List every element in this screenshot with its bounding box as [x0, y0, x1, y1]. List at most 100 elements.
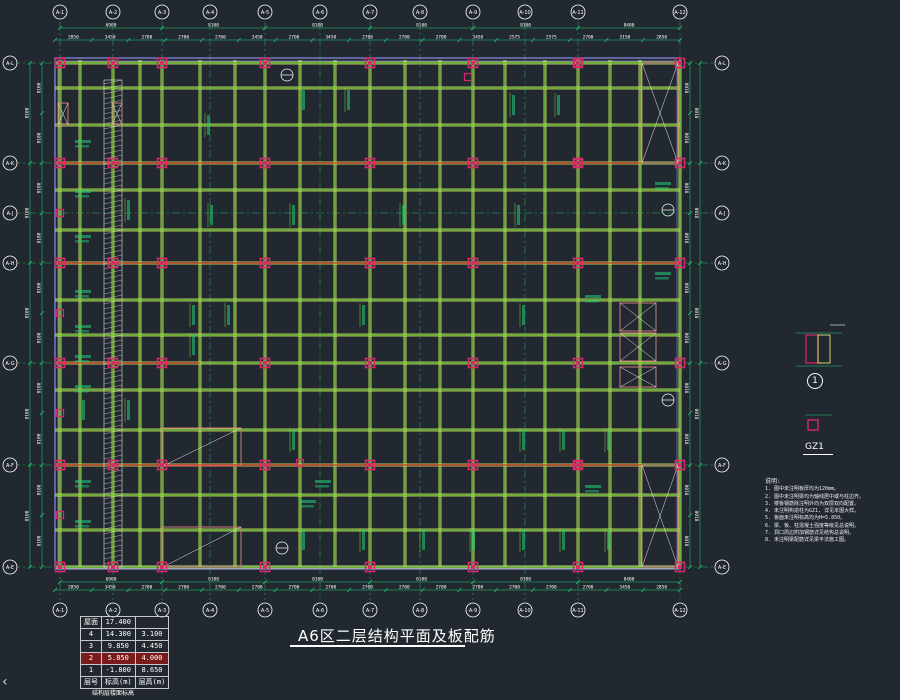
dim-top-sub-tick — [310, 37, 315, 43]
beam-label — [585, 490, 599, 493]
wall-hatch — [103, 309, 123, 315]
dim-bottom-sub-label: 2700 — [472, 585, 483, 591]
beam-label — [75, 145, 89, 148]
structural-column — [364, 157, 376, 169]
wall-hatch — [103, 499, 123, 505]
column-core — [58, 261, 62, 265]
dim-top-sub-label: 2700 — [178, 35, 189, 41]
column-core — [160, 261, 164, 265]
structural-column-small — [573, 58, 583, 68]
dim-top-sub-label: 2700 — [436, 35, 447, 41]
beam-label — [315, 480, 331, 483]
dim-bottom-total-label: 8100 — [208, 577, 219, 583]
dim-left-sub-label: 8100 — [37, 132, 43, 143]
dim-top-sub-label: 2700 — [215, 35, 226, 41]
opening-center-2 — [162, 526, 242, 568]
dim-bottom-sub-tick — [163, 587, 168, 593]
structural-column — [54, 459, 66, 471]
structural-column — [364, 257, 376, 269]
note-line: 1. 图中未注明板厚均为120mm。 — [765, 486, 840, 493]
wall-hatch — [103, 349, 123, 355]
column-core — [576, 161, 580, 165]
structural-column — [364, 561, 376, 573]
wall-hatch — [103, 234, 123, 240]
wall-hatch — [103, 104, 123, 110]
wall-hatch — [103, 219, 123, 225]
wall-hatch — [103, 479, 123, 485]
axis-bubble-bottom — [202, 602, 218, 618]
dim-left-total-label: 8100 — [25, 307, 31, 318]
back-chevron-icon[interactable]: ‹ — [2, 674, 8, 690]
slab-rebar-label — [562, 530, 565, 550]
wall-hatch — [103, 534, 123, 540]
wall-hatch — [103, 549, 123, 555]
axis-bubble-left — [2, 155, 18, 171]
axis-bubble-left — [2, 355, 18, 371]
slab-rebar-label — [347, 90, 350, 110]
note-line: 6. 梁、板、柱混凝土强度等级见总说明。 — [765, 522, 860, 529]
note-line: 3. 楼板钢筋除注明外均为双层双向配置。 — [765, 500, 860, 507]
structural-column — [572, 257, 584, 269]
wall-hatch — [103, 339, 123, 345]
wall-hatch — [103, 189, 123, 195]
level-table-cell: 4.000 — [134, 652, 170, 665]
column-core — [263, 61, 267, 65]
note-line: 5. 板面未注明标高均为H=5.850。 — [765, 515, 846, 522]
dim-top-sub-label: 2850 — [656, 35, 667, 41]
dim-bottom-sub-label: 2700 — [252, 585, 263, 591]
structural-column-small — [55, 510, 65, 520]
wall-hatch — [103, 334, 123, 340]
wall-hatch — [103, 119, 123, 125]
wall-hatch — [103, 469, 123, 475]
dim-left-total-label: 8100 — [25, 207, 31, 218]
dim-right-total-label: 8100 — [695, 307, 701, 318]
dim-bottom-sub-tick — [420, 587, 425, 593]
level-table-cell: 标高(m) — [101, 676, 136, 689]
beam-label — [75, 290, 91, 293]
axis-bubble-left — [2, 205, 18, 221]
wall-hatch — [103, 304, 123, 310]
dim-bottom-sub-label: 2700 — [289, 585, 300, 591]
axis-bubble-top — [412, 4, 428, 20]
column-core — [263, 361, 267, 365]
axis-bubble-top-label: A-12 — [674, 10, 685, 16]
wall-hatch — [103, 544, 123, 550]
column-core — [111, 361, 115, 365]
structural-column — [259, 257, 271, 269]
general-notes: 说明: 1. 图中未注明板厚均为120mm。2. 图中未注明梁均为轴线居中或与柱… — [765, 478, 895, 545]
column-core — [471, 161, 475, 165]
axis-bubble-left-label: A-H — [6, 261, 15, 267]
gz1-label-underline — [803, 454, 833, 455]
column-core — [678, 261, 682, 265]
structural-column — [572, 57, 584, 69]
dim-bottom-total-label: 6900 — [106, 577, 117, 583]
axis-bubble-left — [2, 457, 18, 473]
axis-bubble-top-label: A-2 — [109, 10, 117, 16]
column-core — [576, 361, 580, 365]
structural-column-small — [55, 208, 65, 218]
structural-column — [54, 561, 66, 573]
structural-column — [467, 357, 479, 369]
dim-top-sub-tick — [163, 37, 168, 43]
dim-right-sub-label: 8100 — [685, 282, 691, 293]
structural-column — [156, 257, 168, 269]
dim-bottom-sub-label: 2700 — [546, 585, 557, 591]
axis-bubble-right-label: A-E — [718, 565, 726, 571]
column-core — [368, 61, 372, 65]
note-line: 7. 洞口周边附加钢筋详见结构总说明。 — [765, 530, 855, 537]
slab-rebar-label — [607, 430, 610, 450]
structural-column — [259, 157, 271, 169]
level-table-cell: 3 — [80, 640, 102, 653]
dim-right-sub-label: 8100 — [685, 132, 691, 143]
dim-left-sub-tick — [39, 160, 45, 166]
wall-hatch — [103, 389, 123, 395]
axis-bubble-top — [362, 4, 378, 20]
dim-left-sub-tick — [39, 60, 45, 66]
axis-bubble-bottom-label: A-10 — [519, 608, 530, 614]
structural-column — [467, 459, 479, 471]
column-core — [471, 61, 475, 65]
structural-column — [54, 57, 66, 69]
dim-bottom-sub-tick — [346, 587, 352, 593]
structural-column — [572, 357, 584, 369]
